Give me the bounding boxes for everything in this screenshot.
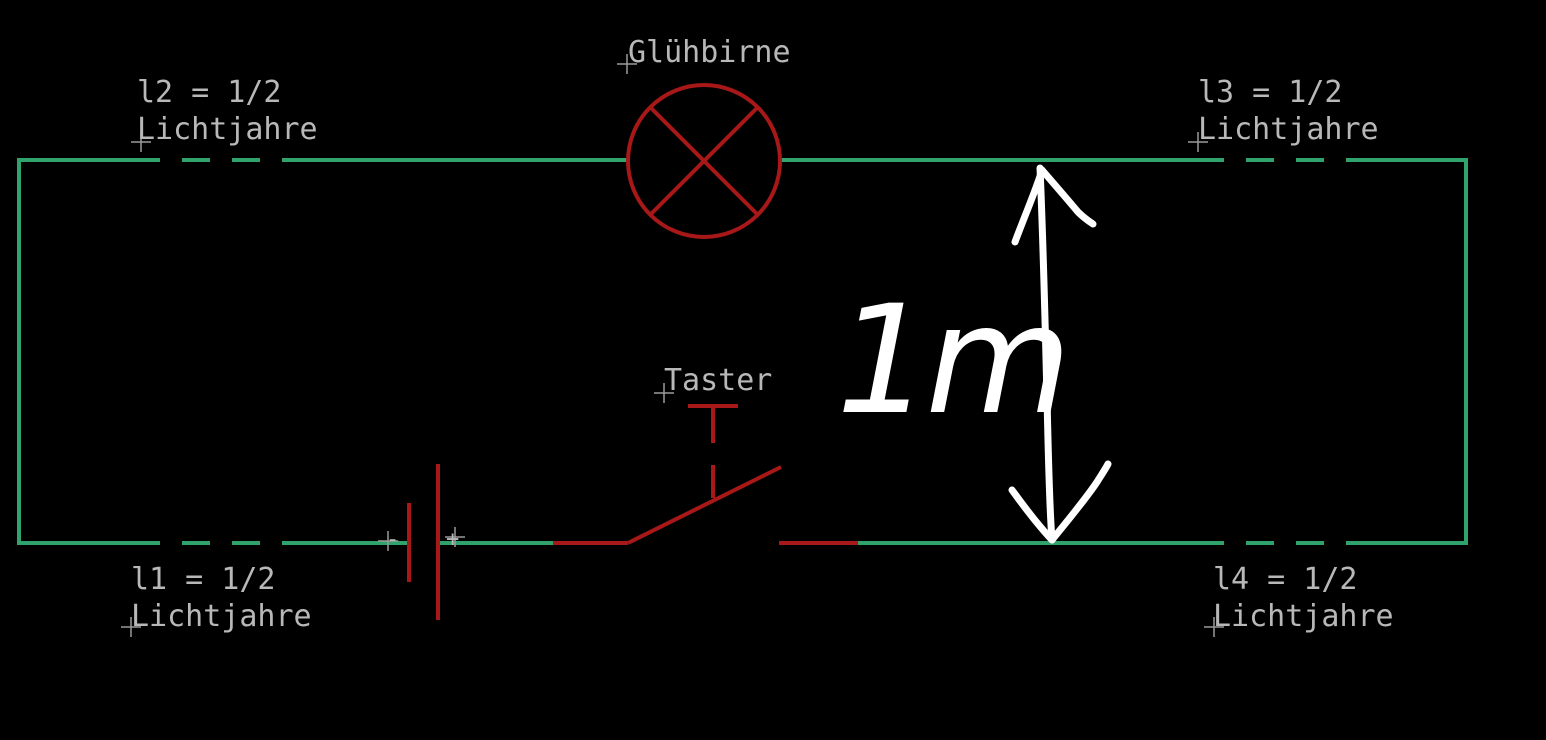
anchor-mark (1204, 617, 1224, 637)
anchor-mark (654, 383, 674, 403)
battery-minus-label: - (386, 527, 399, 552)
lamp-circle (626, 83, 782, 239)
arrow-shaft (1036, 164, 1056, 544)
anchor-mark (378, 531, 398, 551)
anchor-mark (1188, 132, 1208, 152)
battery-plus-label: + (446, 527, 459, 552)
wire-bottom-left-label-line2: Lichtjahre (131, 599, 312, 634)
switch-label: Taster (664, 363, 772, 398)
distance-arrow (1008, 164, 1112, 544)
anchor-mark (121, 617, 141, 637)
wire-top-right-label-line1: l3 = 1/2 (1198, 75, 1343, 110)
anchor-mark (445, 527, 465, 547)
wire-bottom-right-label-line2: Lichtjahre (1213, 599, 1394, 634)
battery-symbol (407, 464, 440, 620)
wire-top-left-label-line1: l2 = 1/2 (137, 75, 282, 110)
lamp-label: Glühbirne (628, 35, 791, 70)
switch-symbol (553, 404, 858, 545)
distance-annotation: 1m (836, 274, 1066, 448)
anchor-mark (617, 54, 637, 74)
wires (17, 158, 1468, 545)
lamp-cross-b (648, 105, 760, 217)
wire-top-left-label-line2: Lichtjahre (137, 112, 318, 147)
switch-blade (627, 465, 782, 545)
anchor-mark (131, 132, 151, 152)
anchor-marks (121, 54, 1224, 637)
arrow-head-top (1011, 166, 1097, 246)
wire-bottom-right-label-line1: l4 = 1/2 (1213, 562, 1358, 597)
arrow-head-bottom (1008, 460, 1112, 544)
wire-top-right-label-line2: Lichtjahre (1198, 112, 1379, 147)
wire-bottom-left-label-line1: l1 = 1/2 (131, 562, 276, 597)
lamp-symbol (626, 83, 782, 239)
